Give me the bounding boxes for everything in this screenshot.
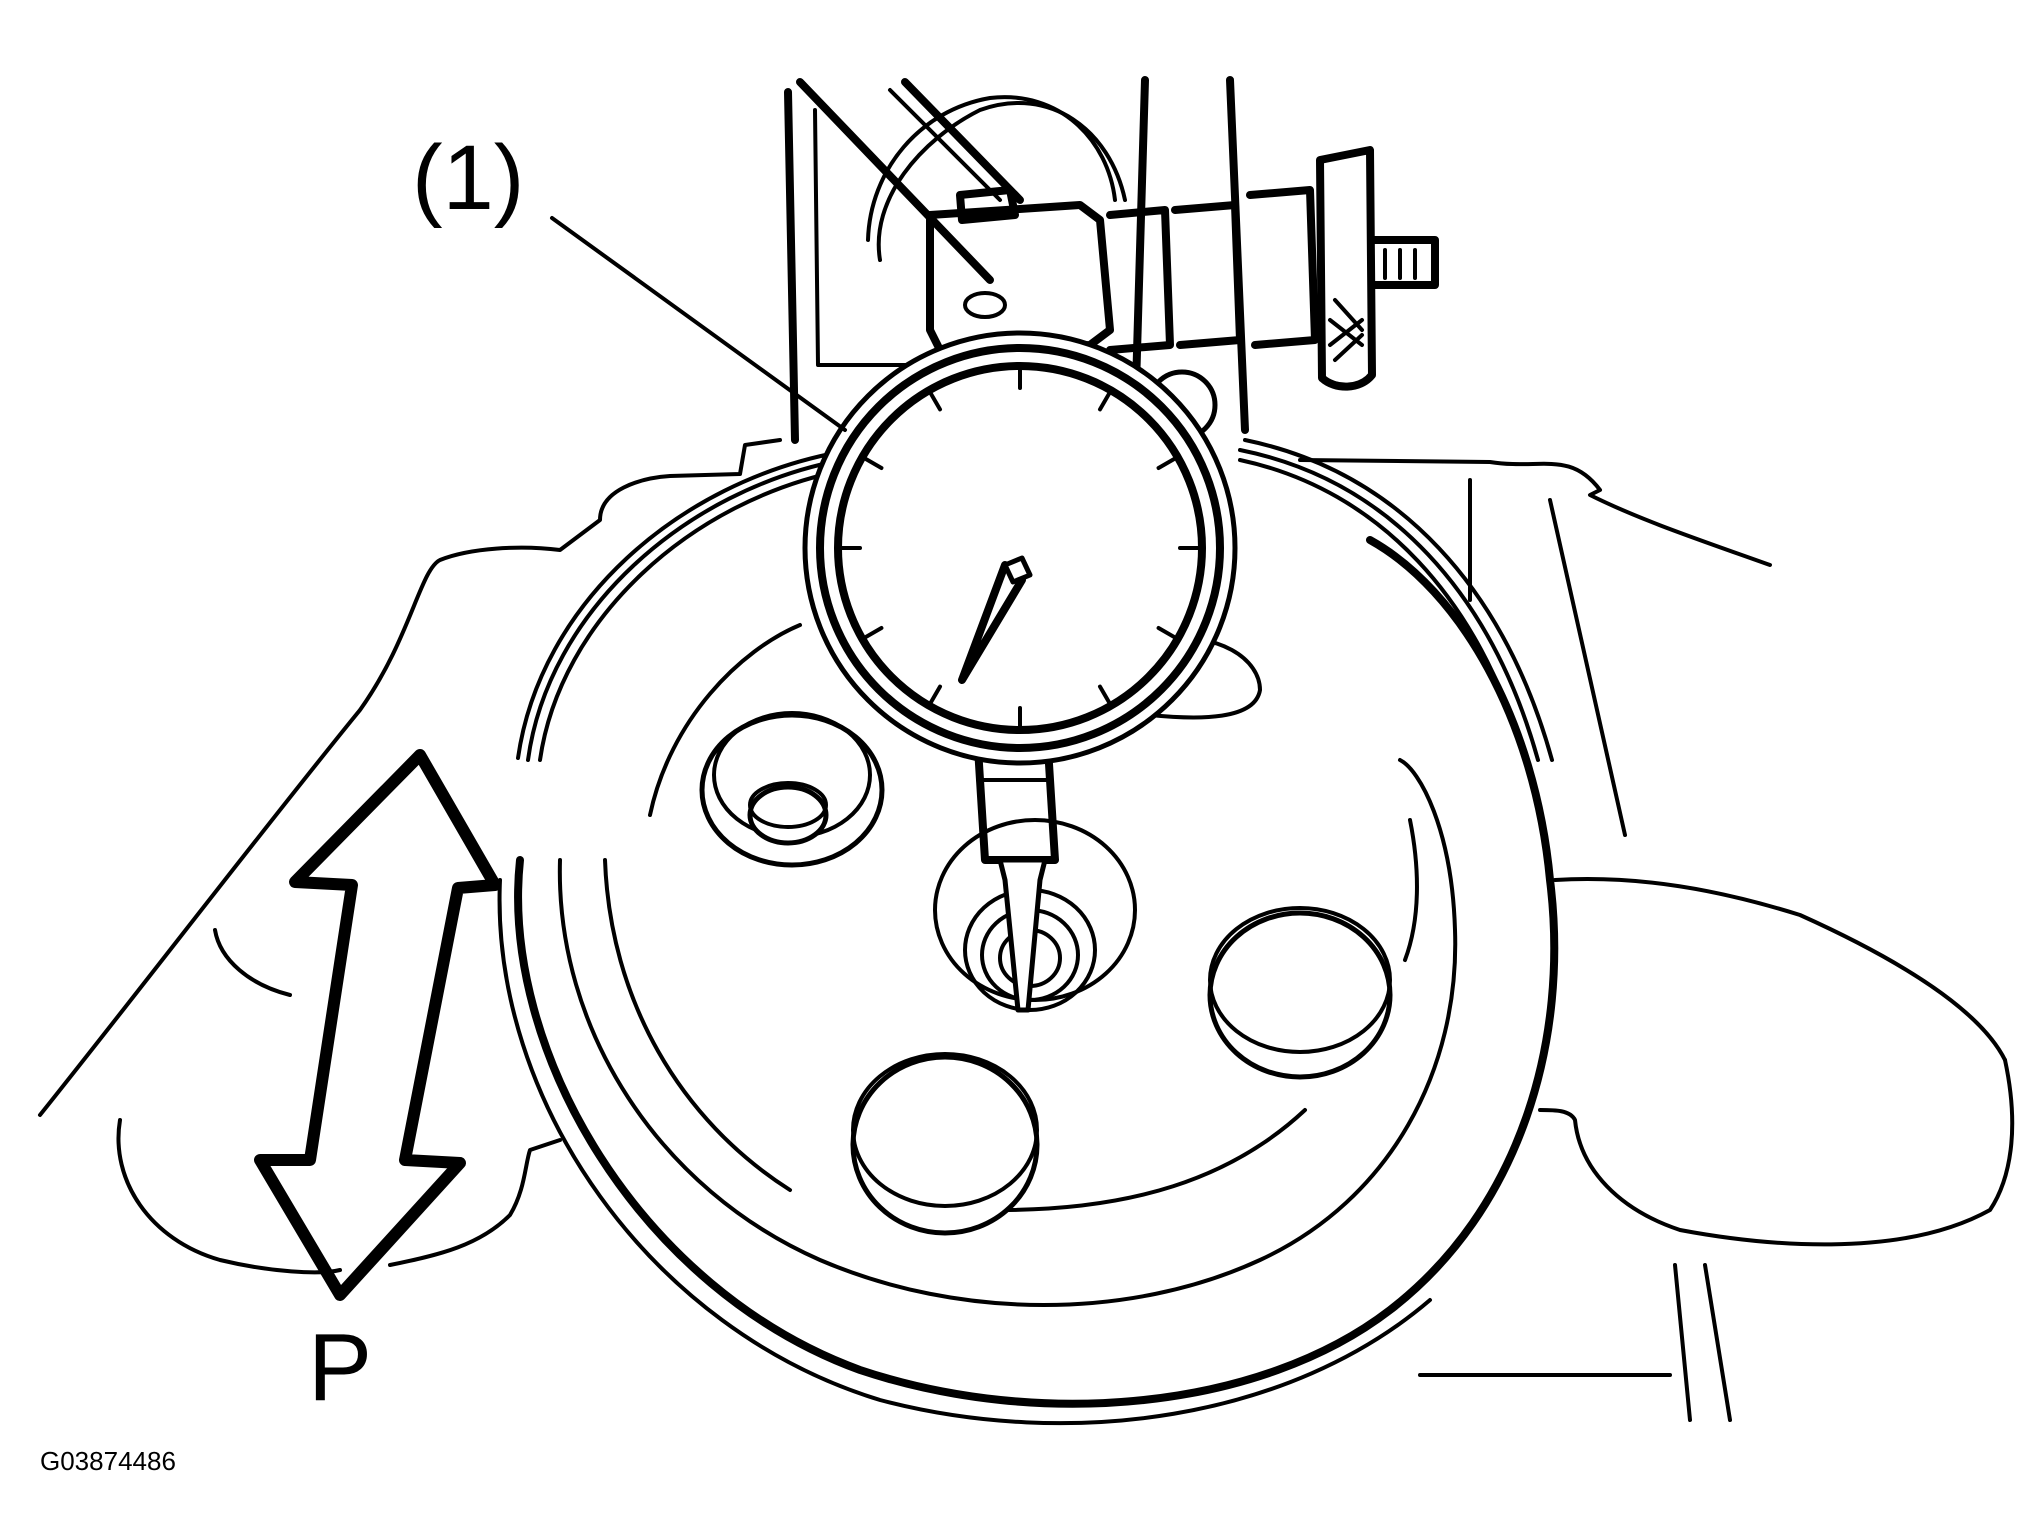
double-arrow-vertical-icon [254, 749, 501, 1301]
figure-code: G03874486 [40, 1446, 176, 1476]
dial-indicator-icon [802, 330, 1238, 1013]
callout-leader-line [550, 216, 847, 432]
dial-tick [927, 684, 942, 708]
housing-outline [38, 438, 2015, 1422]
dial-tick [860, 626, 884, 641]
dial-tick [1156, 455, 1180, 470]
arrow-label: P [308, 1314, 373, 1421]
dial-ticks [836, 364, 1204, 732]
dial-tick [1098, 388, 1113, 412]
dial-tick [1156, 626, 1180, 641]
bolt-bosses [699, 636, 1393, 1236]
dial-tick [927, 388, 942, 412]
flange-rings [497, 438, 1559, 1426]
dial-tick [1098, 684, 1113, 708]
callout-label: (1) [412, 127, 525, 229]
dial-tick [860, 455, 884, 470]
